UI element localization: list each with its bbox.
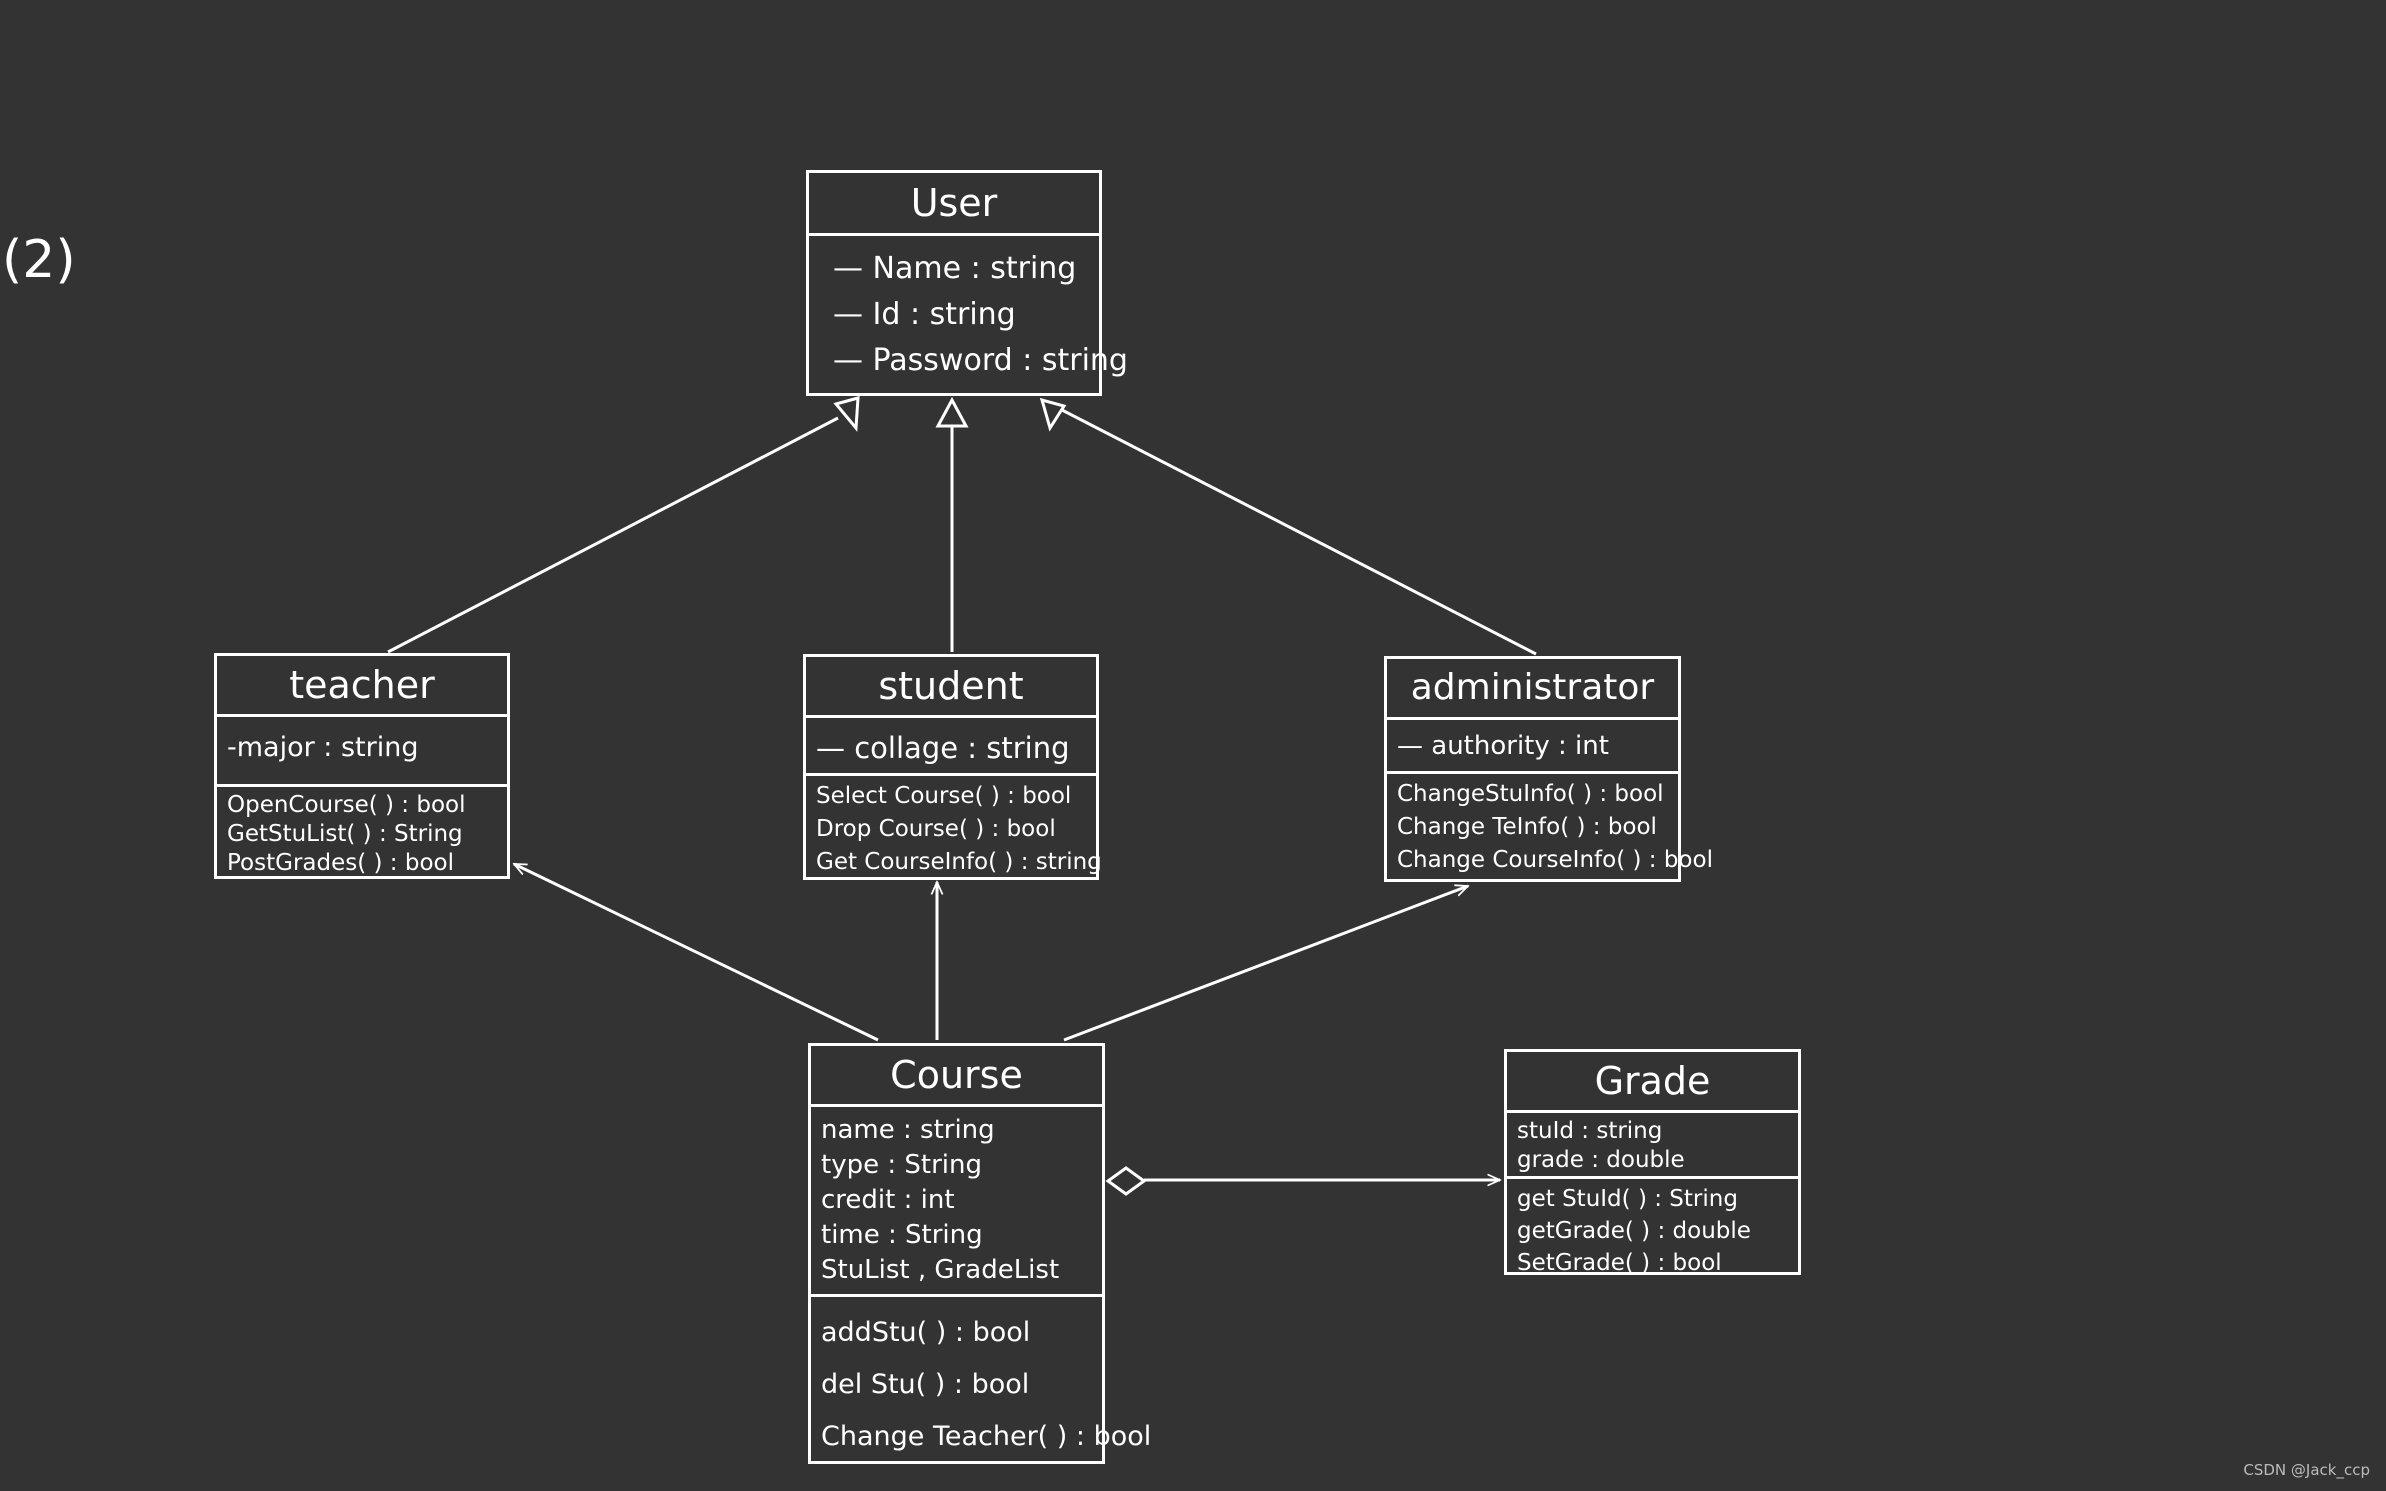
attribute-row: -major : string	[227, 732, 419, 763]
method-row: Change CourseInfo( ) : bool	[1397, 847, 1713, 873]
class-title-grade: Grade	[1507, 1052, 1798, 1113]
attribute-row: — Password : string	[833, 343, 1128, 378]
method-row: Change Teacher( ) : bool	[821, 1421, 1152, 1452]
method-row: getGrade( ) : double	[1517, 1218, 1751, 1244]
class-user: User — Name : string — Id : string — Pas…	[806, 170, 1128, 396]
generalization-line-admin-user	[1061, 408, 1537, 656]
class-title-administrator: administrator	[1387, 659, 1678, 720]
attribute-row: type : String	[821, 1150, 982, 1180]
method-row: del Stu( ) : bool	[821, 1369, 1030, 1400]
class-attributes-teacher: -major : string	[217, 717, 507, 787]
method-row: Select Course( ) : bool	[816, 783, 1072, 809]
attribute-row: StuList , GradeList	[821, 1255, 1060, 1285]
class-methods-teacher: OpenCourse( ) : bool GetStuList( ) : Str…	[217, 787, 507, 882]
method-row: Change TeInfo( ) : bool	[1397, 814, 1657, 840]
class-methods-course: addStu( ) : bool del Stu( ) : bool Chang…	[811, 1297, 1152, 1467]
class-course: Course name : string type : String credi…	[808, 1043, 1152, 1467]
watermark-text: CSDN @Jack_ccp	[2243, 1461, 2370, 1479]
class-title-teacher: teacher	[217, 656, 507, 717]
class-attributes-course: name : string type : String credit : int…	[811, 1107, 1102, 1297]
class-administrator: administrator — authority : int ChangeSt…	[1384, 656, 1713, 882]
attribute-row: credit : int	[821, 1185, 955, 1215]
method-row: OpenCourse( ) : bool	[227, 792, 466, 818]
class-methods-administrator: ChangeStuInfo( ) : bool Change TeInfo( )…	[1387, 774, 1713, 881]
class-methods-grade: get StuId( ) : String getGrade( ) : doub…	[1507, 1179, 1798, 1283]
method-row: PostGrades( ) : bool	[227, 850, 454, 876]
class-attributes-administrator: — authority : int	[1387, 720, 1678, 774]
class-grade: Grade stuId : string grade : double get …	[1504, 1049, 1801, 1276]
method-row: get StuId( ) : String	[1517, 1186, 1738, 1212]
class-title-user: User	[809, 173, 1099, 236]
diagram-number-label: (2)	[2, 230, 76, 290]
method-row: GetStuList( ) : String	[227, 821, 463, 847]
class-methods-student: Select Course( ) : bool Drop Course( ) :…	[806, 776, 1102, 883]
attribute-row: — collage : string	[816, 731, 1070, 765]
class-student: student — collage : string Select Course…	[803, 654, 1102, 883]
generalization-arrowhead-student	[935, 396, 969, 428]
method-row: SetGrade( ) : bool	[1517, 1250, 1722, 1276]
attribute-row: grade : double	[1517, 1147, 1685, 1173]
generalization-arrowhead-admin	[1039, 397, 1067, 432]
attribute-row: — Name : string	[833, 251, 1077, 286]
attribute-row: — Id : string	[833, 297, 1016, 332]
attribute-row: stuId : string	[1517, 1118, 1663, 1144]
attribute-row: — authority : int	[1397, 731, 1609, 761]
generalization-arrowhead-teacher	[833, 395, 860, 432]
method-row: Drop Course( ) : bool	[816, 816, 1056, 842]
class-teacher: teacher -major : string OpenCourse( ) : …	[214, 653, 510, 879]
attribute-row: name : string	[821, 1115, 995, 1145]
method-row: addStu( ) : bool	[821, 1317, 1031, 1348]
class-title-course: Course	[811, 1046, 1102, 1107]
class-attributes-student: — collage : string	[806, 718, 1096, 776]
class-attributes-user: — Name : string — Id : string — Password…	[809, 236, 1128, 388]
generalization-line-teacher-user	[387, 416, 839, 654]
aggregation-diamond	[1105, 1166, 1147, 1196]
association-line-course-admin	[1063, 886, 1468, 1042]
method-row: ChangeStuInfo( ) : bool	[1397, 781, 1664, 807]
method-row: Get CourseInfo( ) : string	[816, 849, 1102, 875]
association-line-course-teacher	[514, 862, 879, 1042]
class-title-student: student	[806, 657, 1096, 718]
class-attributes-grade: stuId : string grade : double	[1507, 1113, 1798, 1179]
attribute-row: time : String	[821, 1220, 983, 1250]
